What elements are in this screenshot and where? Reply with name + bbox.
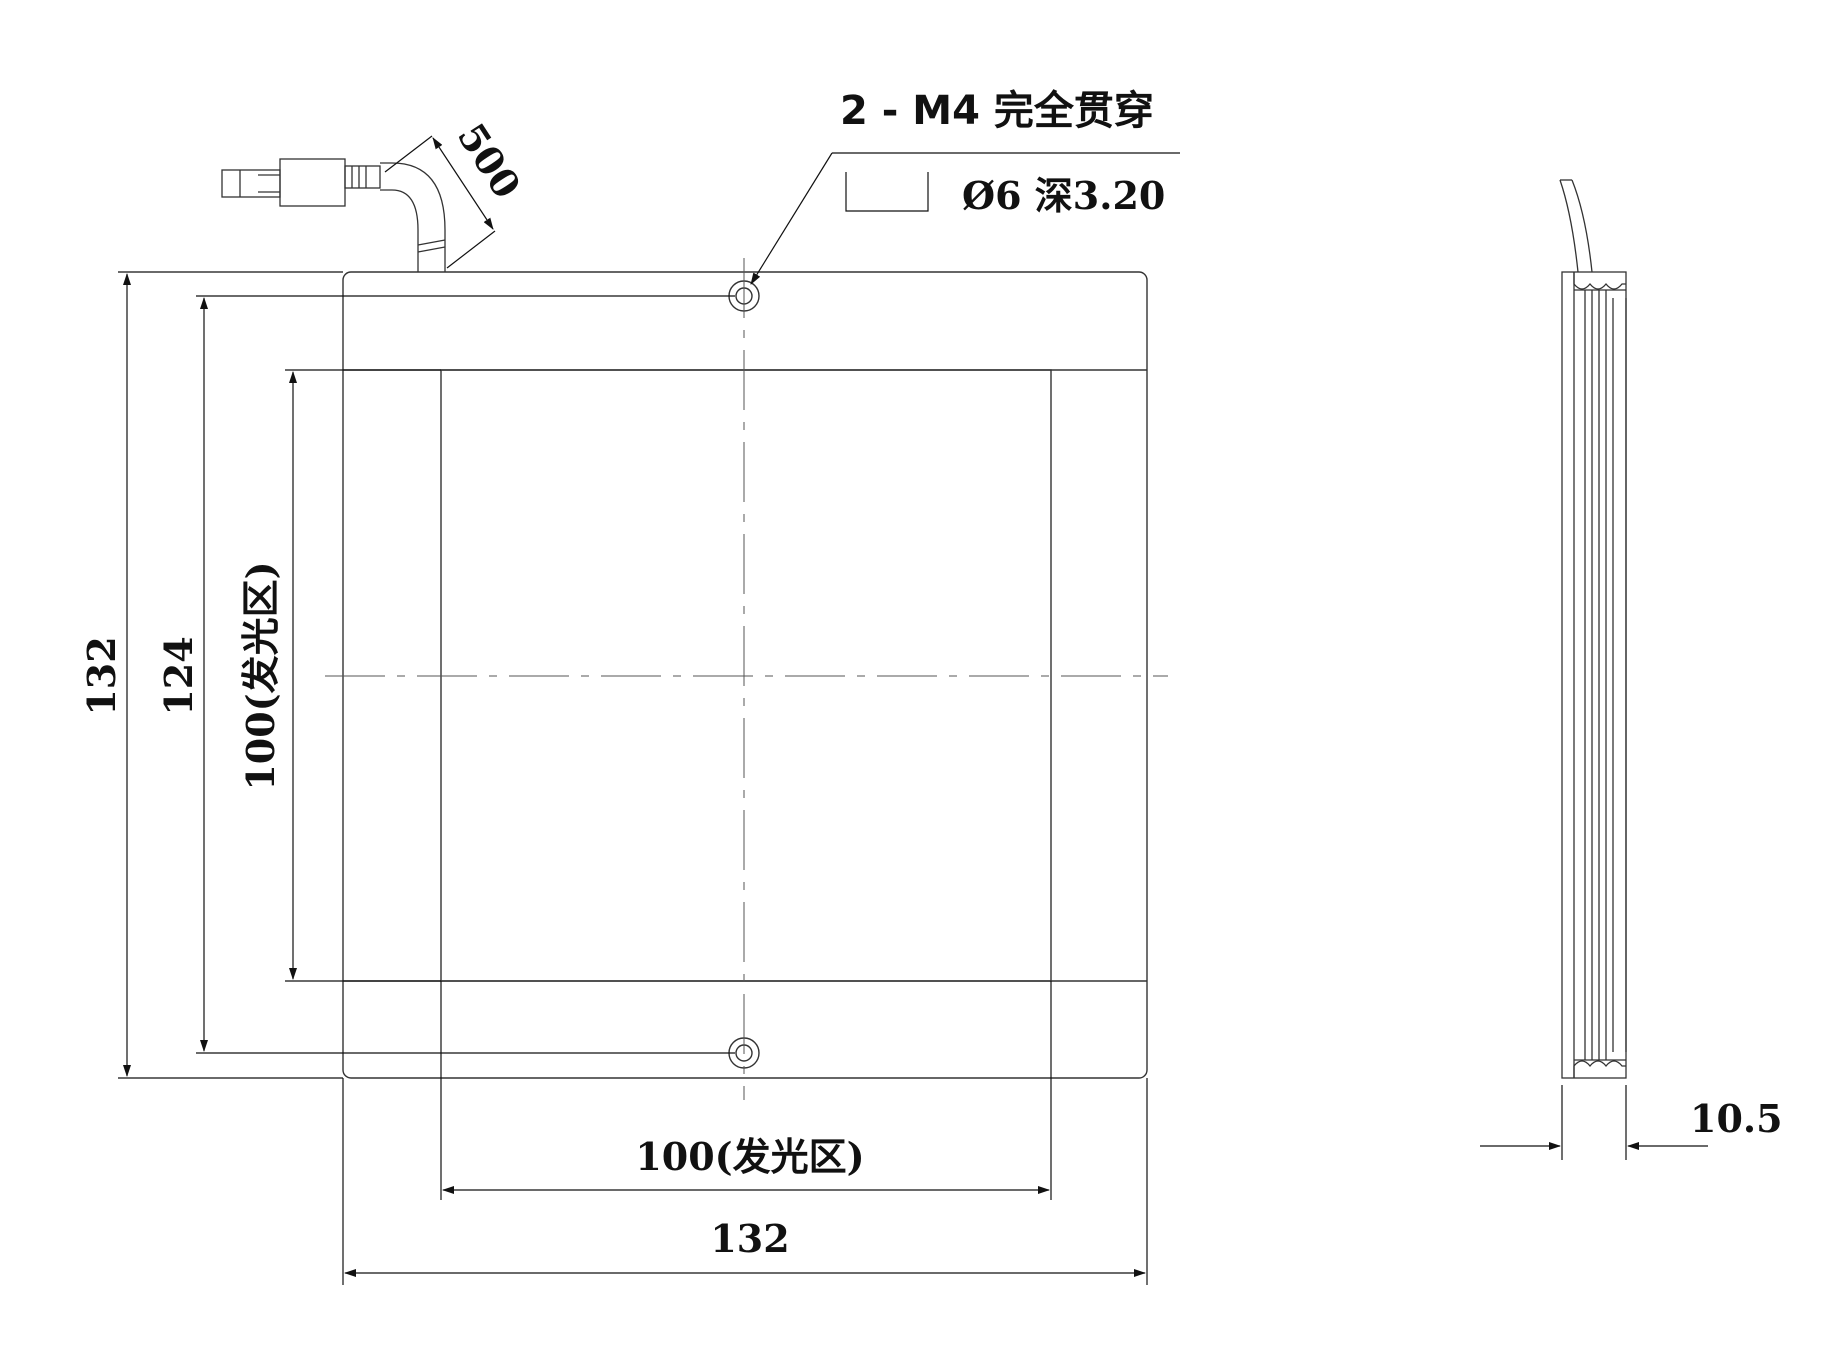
dim-cable-length bbox=[384, 135, 496, 269]
dim-emitting-height bbox=[285, 369, 441, 982]
emitting-height-label: 100(发光区) bbox=[238, 561, 283, 790]
dim-hole-spacing bbox=[196, 295, 735, 1054]
center-lines bbox=[325, 258, 1168, 1100]
cable-connector bbox=[221, 158, 446, 272]
dim-overall-width bbox=[342, 1078, 1148, 1285]
hole-callout bbox=[750, 152, 1180, 285]
dim-thickness bbox=[1480, 1085, 1708, 1160]
connector-housing bbox=[279, 158, 346, 207]
hole-spec-text: 2 - M4 完全贯穿 bbox=[840, 88, 1154, 134]
hole-spacing-label: 124 bbox=[156, 636, 201, 715]
side-cable bbox=[1559, 179, 1579, 273]
counterbore-symbol bbox=[845, 172, 929, 212]
overall-height-label: 132 bbox=[79, 636, 124, 715]
cable-boot bbox=[344, 165, 381, 189]
front-view bbox=[342, 271, 1148, 1079]
overall-width-label: 132 bbox=[710, 1216, 789, 1261]
connector-plug bbox=[221, 169, 281, 198]
thickness-label: 10.5 bbox=[1690, 1096, 1783, 1141]
emitting-width-label: 100(发光区) bbox=[635, 1134, 864, 1179]
dim-emitting-width bbox=[440, 981, 1052, 1200]
side-body bbox=[1561, 271, 1627, 1079]
cable-length-label: 500 bbox=[449, 115, 530, 206]
side-view bbox=[1559, 179, 1627, 1079]
counterbore-spec-text: Ø6 深3.20 bbox=[962, 173, 1165, 218]
outer-plate bbox=[342, 271, 1148, 1079]
dim-overall-height bbox=[118, 271, 343, 1079]
